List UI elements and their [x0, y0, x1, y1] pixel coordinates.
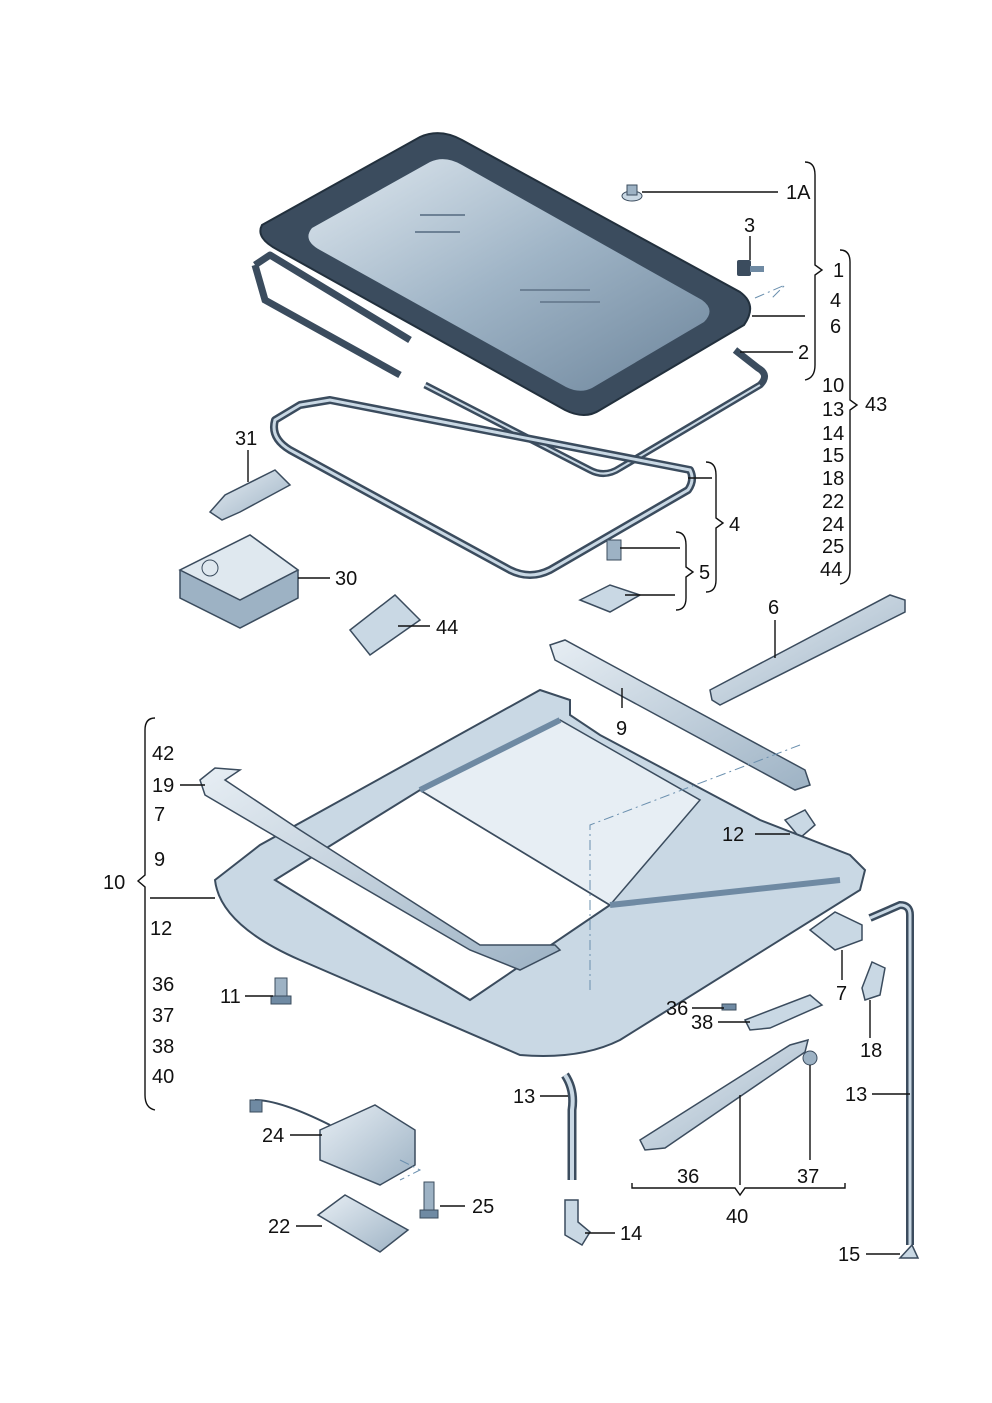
pin-1A — [621, 184, 643, 202]
leader-lines — [150, 191, 910, 1255]
glass-panel — [259, 132, 751, 416]
group-item: 9 — [154, 849, 165, 871]
callout-9: 9 — [616, 718, 627, 740]
group-item: 4 — [830, 290, 841, 312]
group-item: 40 — [152, 1066, 174, 1088]
callout-19: 19 — [152, 775, 174, 797]
frame-part-4 — [270, 396, 697, 579]
callout-30: 30 — [335, 568, 357, 590]
callout-22: 22 — [268, 1216, 290, 1238]
callout-10: 10 — [103, 872, 125, 894]
group-item: 36 — [152, 974, 174, 996]
callout-2: 2 — [798, 342, 809, 364]
group-item: 18 — [822, 468, 844, 490]
callout-31: 31 — [235, 428, 257, 450]
bracket-7 — [808, 911, 863, 951]
callout-25: 25 — [472, 1196, 494, 1218]
main-frame-10 — [213, 688, 867, 1057]
bracket-12 — [783, 809, 816, 840]
callout-3: 3 — [744, 215, 755, 237]
screw-11 — [270, 977, 292, 1005]
group-item: 14 — [822, 423, 844, 445]
group-item: 37 — [152, 1005, 174, 1027]
callout-18: 18 — [860, 1040, 882, 1062]
screw-36 — [721, 1003, 737, 1011]
motor-24 — [249, 1099, 416, 1186]
callout-14: 14 — [620, 1223, 642, 1245]
drain-hose-13-right — [868, 900, 914, 1245]
grouping-brackets — [136, 161, 859, 1197]
callout-4: 4 — [729, 514, 740, 536]
callout-44: 44 — [436, 617, 458, 639]
callout-labels: 1A 3 2 31 30 44 4 5 6 9 12 19 10 11 7 36… — [103, 182, 882, 1266]
bracket-38 — [743, 994, 824, 1031]
bolt-25 — [419, 1181, 439, 1219]
callout-24: 24 — [262, 1125, 284, 1147]
callout-7: 7 — [836, 983, 847, 1005]
callout-6: 6 — [768, 597, 779, 619]
callout-1A: 1A — [786, 182, 811, 204]
bracket-5 — [578, 539, 642, 613]
group-item: 1 — [833, 260, 844, 282]
callout-37-bottom: 37 — [797, 1166, 819, 1188]
callout-15: 15 — [838, 1244, 860, 1266]
group-item: 12 — [150, 918, 172, 940]
group-item: 10 — [822, 375, 844, 397]
callout-13-right: 13 — [845, 1084, 867, 1106]
group-item: 22 — [822, 491, 844, 513]
callout-12: 12 — [722, 824, 744, 846]
group-item: 13 — [822, 399, 844, 421]
group-item: 38 — [152, 1036, 174, 1058]
group-item: 15 — [822, 445, 844, 467]
valve-15 — [898, 1243, 920, 1259]
callout-11: 11 — [220, 986, 241, 1008]
group-total: 43 — [865, 394, 887, 416]
elbow-14 — [564, 1199, 591, 1247]
group-item: 25 — [822, 536, 844, 558]
clip-18 — [861, 960, 886, 1001]
group-item: 42 — [152, 743, 174, 765]
alignment-lines — [399, 284, 801, 1181]
group-item: 44 — [820, 559, 842, 581]
group-item: 24 — [822, 514, 844, 536]
callout-38: 38 — [691, 1012, 713, 1034]
adhesive-tube-31 — [208, 469, 292, 521]
callout-5: 5 — [699, 562, 710, 584]
seal-ring — [251, 251, 768, 477]
callout-36-bottom: 36 — [677, 1166, 699, 1188]
top-right-group-list: 1 4 6 10 13 14 15 18 22 24 25 44 43 — [820, 260, 887, 581]
screw-3 — [737, 260, 764, 276]
rail-6 — [709, 594, 906, 706]
cover-22 — [316, 1194, 410, 1253]
rail-9 — [549, 639, 811, 791]
sticker-44 — [348, 594, 422, 657]
cable-assembly-40 — [639, 1038, 818, 1151]
callout-13-left: 13 — [513, 1086, 535, 1108]
box-30 — [178, 534, 300, 629]
callout-40: 40 — [726, 1206, 748, 1228]
group-item: 7 — [154, 804, 165, 826]
left-group-list: 42 7 9 12 36 37 38 40 — [150, 743, 174, 1088]
callout-36: 36 — [666, 998, 688, 1020]
group-item: 6 — [830, 316, 841, 338]
drain-hose-13-left — [561, 1072, 578, 1180]
deflector-strip-19 — [199, 767, 562, 971]
